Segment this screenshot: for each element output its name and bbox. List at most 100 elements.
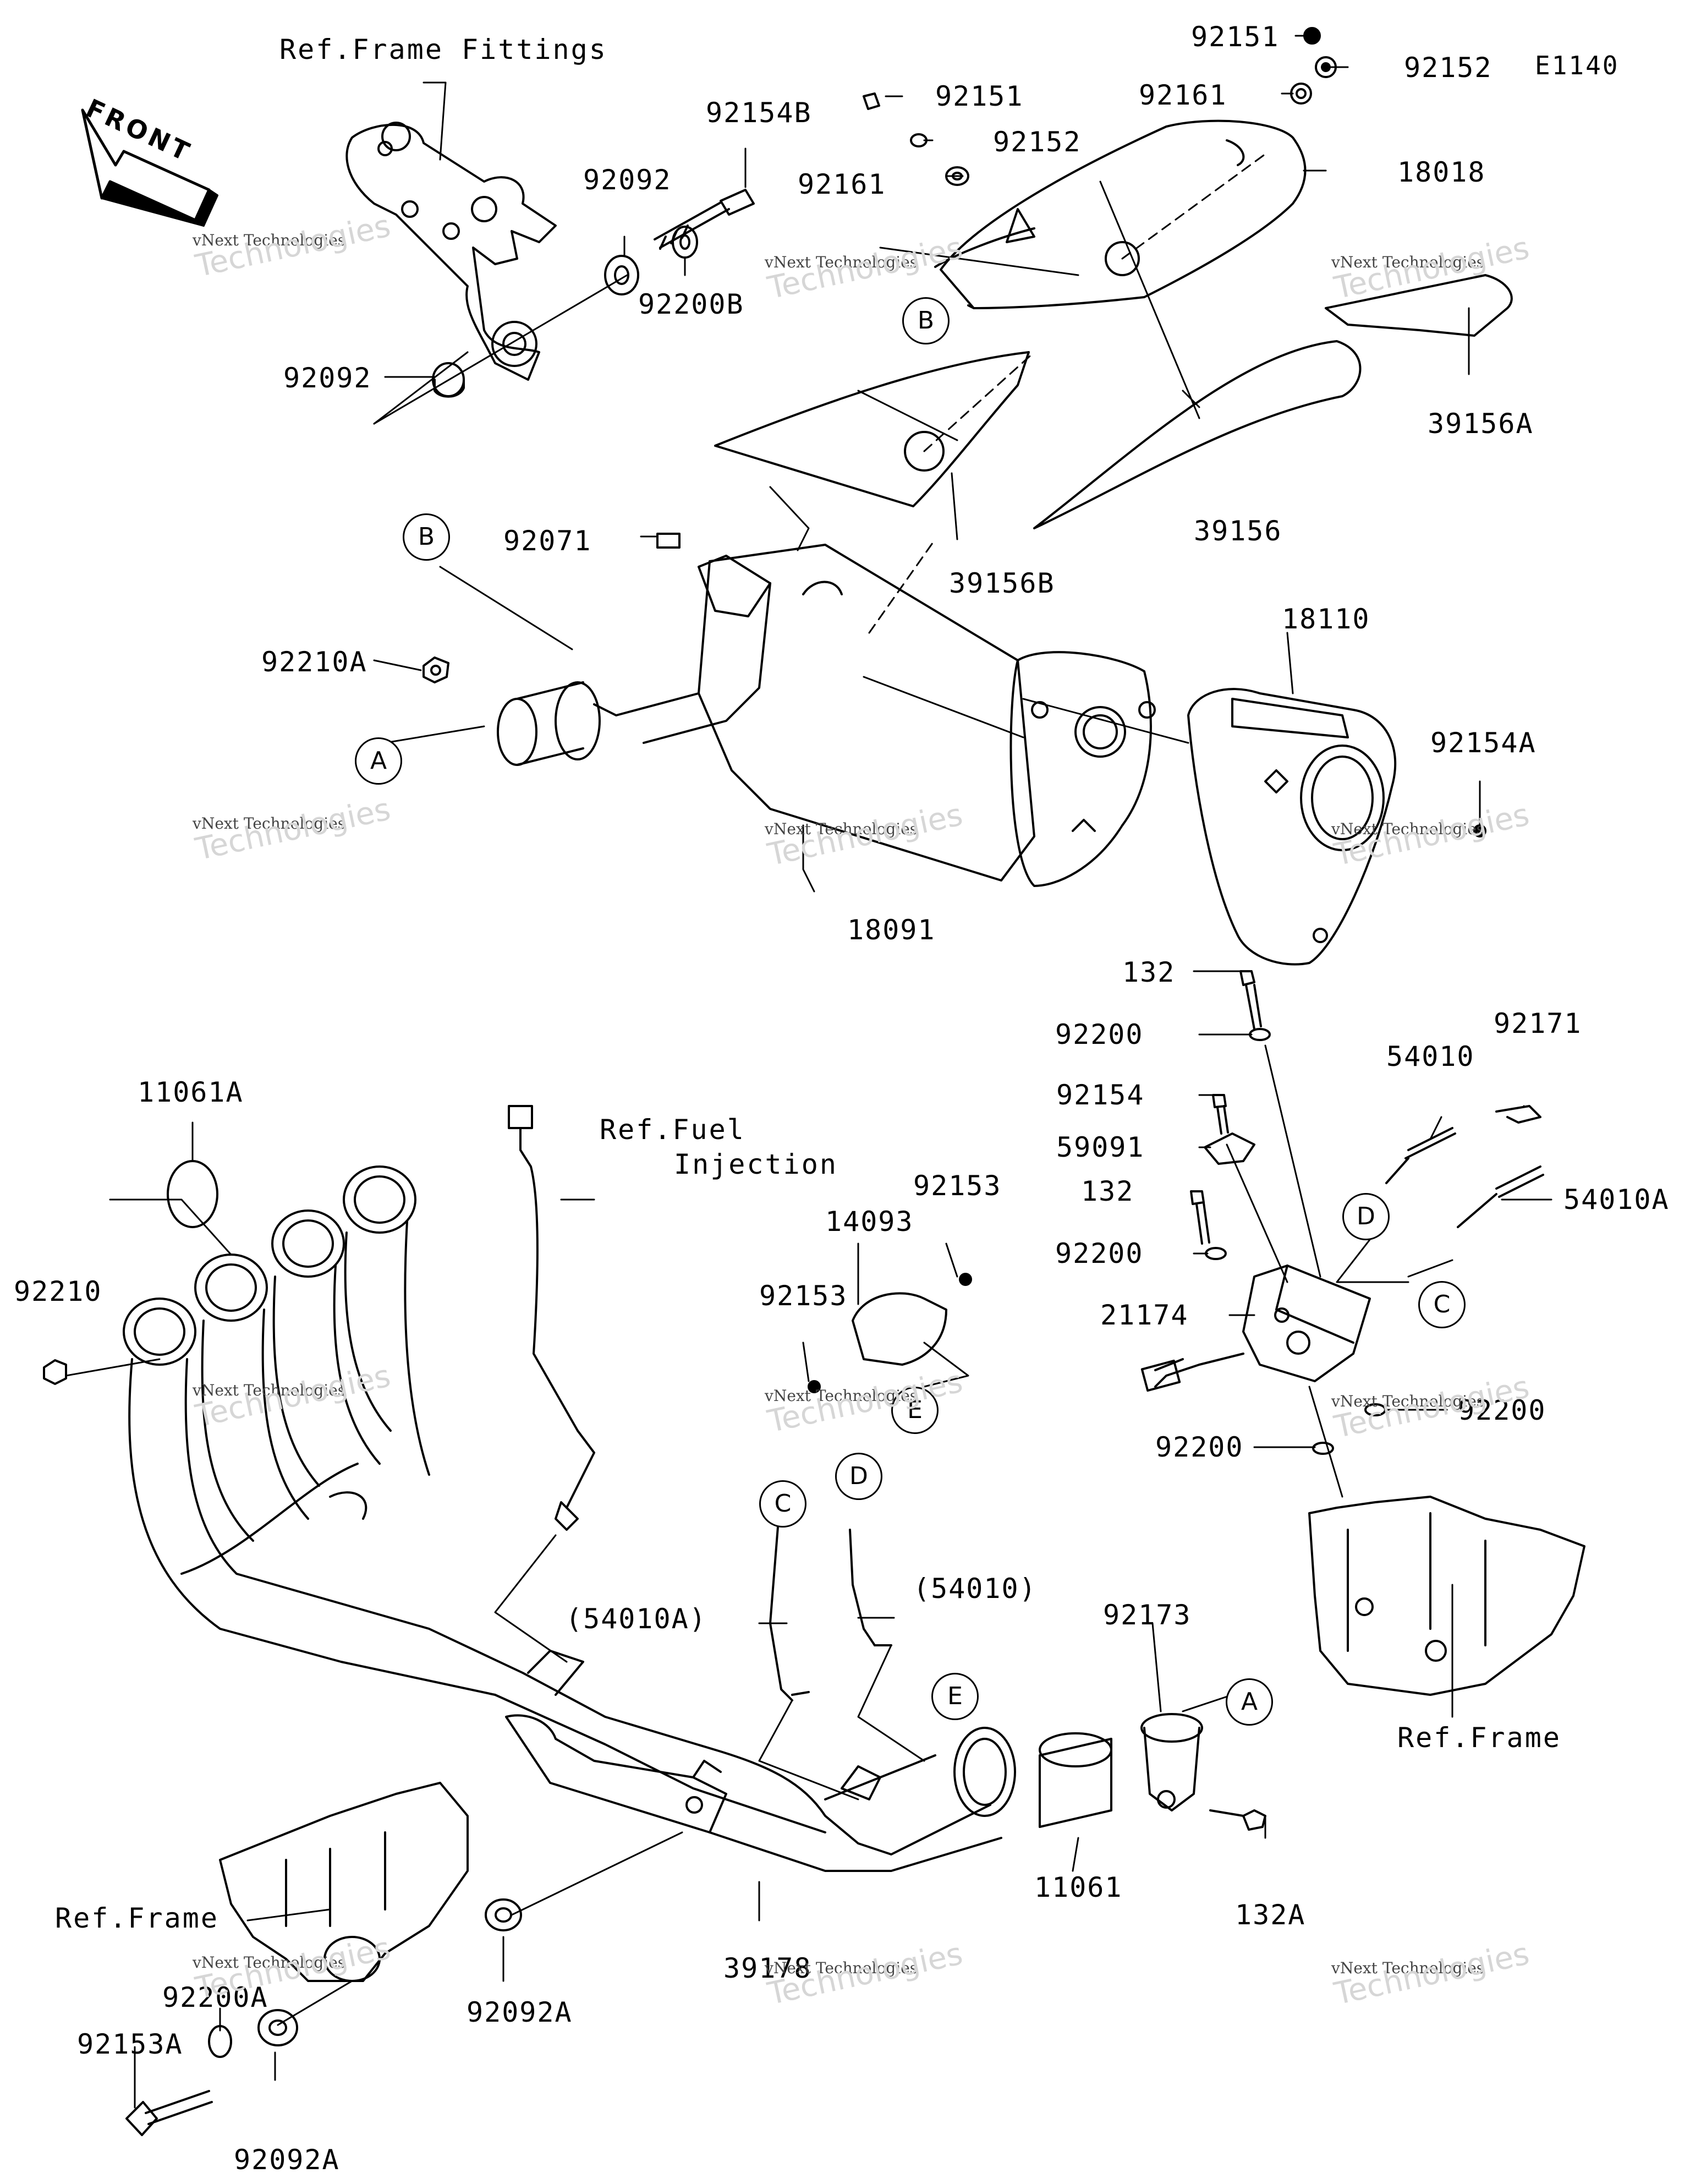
part-label-132a[interactable]: 132A xyxy=(1235,1899,1306,1931)
part-label-92200-d[interactable]: 92200 xyxy=(1155,1431,1244,1463)
part-label-92161[interactable]: 92161 xyxy=(798,168,886,200)
gasket-11061a xyxy=(167,1160,218,1228)
bolt-92153-right xyxy=(959,1273,972,1286)
sleeve-11061 xyxy=(1039,1732,1112,1828)
muffler-cover-18110 xyxy=(1187,688,1397,966)
bolt-132a xyxy=(1209,1809,1266,1831)
part-label-18091[interactable]: 18091 xyxy=(847,914,936,946)
callout-e-cover[interactable]: E xyxy=(891,1387,939,1434)
part-label-92152[interactable]: 92152 xyxy=(993,126,1082,158)
grommet-92092a-mid xyxy=(485,1898,522,1931)
bolt-92153-left xyxy=(808,1380,821,1393)
part-label-92200a[interactable]: 92200A xyxy=(162,1982,268,2013)
grommet-92092a-bottom xyxy=(257,2009,298,2046)
part-label-132-mid[interactable]: 132 xyxy=(1081,1175,1134,1207)
part-label-18110[interactable]: 18110 xyxy=(1282,603,1370,635)
part-label-92154a[interactable]: 92154A xyxy=(1430,727,1537,759)
clamp-92173 xyxy=(1140,1713,1203,1811)
part-label-92153a[interactable]: 92153A xyxy=(77,2028,183,2060)
cover-59091 xyxy=(1204,1132,1255,1165)
part-label-54010[interactable]: 54010 xyxy=(1386,1041,1475,1072)
cable-54010-inline xyxy=(849,1529,892,1646)
part-label-92200-c[interactable]: 92200 xyxy=(1458,1394,1546,1426)
ref-frame-fittings[interactable]: Ref.Frame Fittings xyxy=(279,34,607,65)
ref-frame-left[interactable]: Ref.Frame xyxy=(55,1902,219,1934)
callout-b-left[interactable]: B xyxy=(403,513,450,561)
callout-a-top[interactable]: A xyxy=(355,737,402,785)
part-label-18018[interactable]: 18018 xyxy=(1397,156,1486,188)
part-label-92151[interactable]: 92151 xyxy=(935,80,1024,112)
part-label-92153-left[interactable]: 92153 xyxy=(759,1280,848,1312)
washer-92200-b xyxy=(1205,1247,1227,1260)
part-label-92092-left[interactable]: 92092 xyxy=(283,362,372,394)
part-label-92153-right[interactable]: 92153 xyxy=(913,1170,1002,1202)
part-label-39156[interactable]: 39156 xyxy=(1194,515,1282,547)
leader-lines xyxy=(65,35,1552,2109)
heat-insulator-39156a xyxy=(1325,274,1513,337)
part-label-39156b[interactable]: 39156B xyxy=(949,567,1055,599)
part-label-92092a-bottom[interactable]: 92092A xyxy=(234,2144,340,2176)
part-label-92161-top[interactable]: 92161 xyxy=(1139,79,1227,111)
callout-a-clamp[interactable]: A xyxy=(1226,1678,1273,1726)
part-label-92210a[interactable]: 92210A xyxy=(261,646,367,678)
cable-54010 xyxy=(1385,1127,1456,1184)
part-label-92151-top[interactable]: 92151 xyxy=(1191,21,1280,53)
heat-guard-18018 xyxy=(934,119,1307,309)
callout-c-mid[interactable]: C xyxy=(759,1480,806,1528)
callout-c-right[interactable]: C xyxy=(1418,1281,1466,1328)
part-label-92173[interactable]: 92173 xyxy=(1103,1599,1192,1631)
cover-14093 xyxy=(852,1292,947,1366)
part-label-92154[interactable]: 92154 xyxy=(1056,1079,1145,1111)
part-label-92200-b[interactable]: 92200 xyxy=(1055,1238,1144,1269)
heat-insulator-39156 xyxy=(1033,340,1362,529)
nut-92161-top xyxy=(1290,83,1312,105)
part-label-92200-a[interactable]: 92200 xyxy=(1055,1019,1144,1050)
bolt-92154 xyxy=(1212,1094,1229,1135)
clip-92171 xyxy=(1495,1105,1541,1124)
washer-92200-d xyxy=(1312,1442,1334,1455)
grommet-92092 xyxy=(604,255,639,295)
front-arrow-icon xyxy=(81,108,218,227)
bolt-92151 xyxy=(863,92,880,110)
part-label-92152-top[interactable]: 92152 xyxy=(1404,52,1493,84)
part-label-92092a-mid[interactable]: 92092A xyxy=(467,1996,573,2028)
bolt-92154a xyxy=(1473,824,1486,838)
exhaust-header-pipes xyxy=(123,1165,1016,1872)
part-label-92171[interactable]: 92171 xyxy=(1494,1008,1582,1039)
part-label-11061[interactable]: 11061 xyxy=(1034,1871,1123,1903)
bolt-92153a xyxy=(125,2090,213,2136)
o2-sensor-wire xyxy=(508,1105,595,1531)
part-label-92154b[interactable]: 92154B xyxy=(706,97,812,129)
part-label-92200b[interactable]: 92200B xyxy=(638,288,744,320)
callout-b-right[interactable]: B xyxy=(902,297,950,344)
nut-92210 xyxy=(43,1359,67,1385)
part-label-54010-paren[interactable]: (54010) xyxy=(913,1573,1037,1605)
part-label-92071[interactable]: 92071 xyxy=(503,525,592,557)
washer-92200-a xyxy=(1249,1028,1271,1041)
bolt-132-top xyxy=(1239,970,1262,1030)
frame-right xyxy=(1308,1496,1585,1696)
part-label-21174[interactable]: 21174 xyxy=(1100,1299,1189,1331)
cable-54010a xyxy=(1457,1165,1544,1228)
ref-frame-right[interactable]: Ref.Frame xyxy=(1397,1722,1561,1754)
callout-e-pipe[interactable]: E xyxy=(931,1673,979,1720)
callout-d-right[interactable]: D xyxy=(1342,1193,1390,1240)
relation-lines xyxy=(277,153,1453,2026)
part-label-132-top[interactable]: 132 xyxy=(1122,956,1176,988)
part-label-59091[interactable]: 59091 xyxy=(1056,1131,1145,1163)
callout-d-mid[interactable]: D xyxy=(835,1453,882,1500)
diagram-code: E1140 xyxy=(1535,51,1620,80)
nut-92210a xyxy=(422,656,449,683)
ref-fuel-injection-line2[interactable]: Injection xyxy=(674,1148,838,1180)
part-label-39156a[interactable]: 39156A xyxy=(1428,408,1534,440)
part-label-14093[interactable]: 14093 xyxy=(825,1206,914,1238)
part-label-54010a-paren[interactable]: (54010A) xyxy=(566,1603,707,1635)
part-label-92210[interactable]: 92210 xyxy=(14,1276,102,1307)
part-label-39178[interactable]: 39178 xyxy=(723,1952,812,1984)
part-label-54010a[interactable]: 54010A xyxy=(1563,1184,1670,1216)
bolt-92154b xyxy=(654,189,755,250)
ref-fuel-injection-line1[interactable]: Ref.Fuel xyxy=(600,1114,745,1146)
part-label-92092-top[interactable]: 92092 xyxy=(583,164,672,196)
part-label-11061a[interactable]: 11061A xyxy=(138,1076,244,1108)
